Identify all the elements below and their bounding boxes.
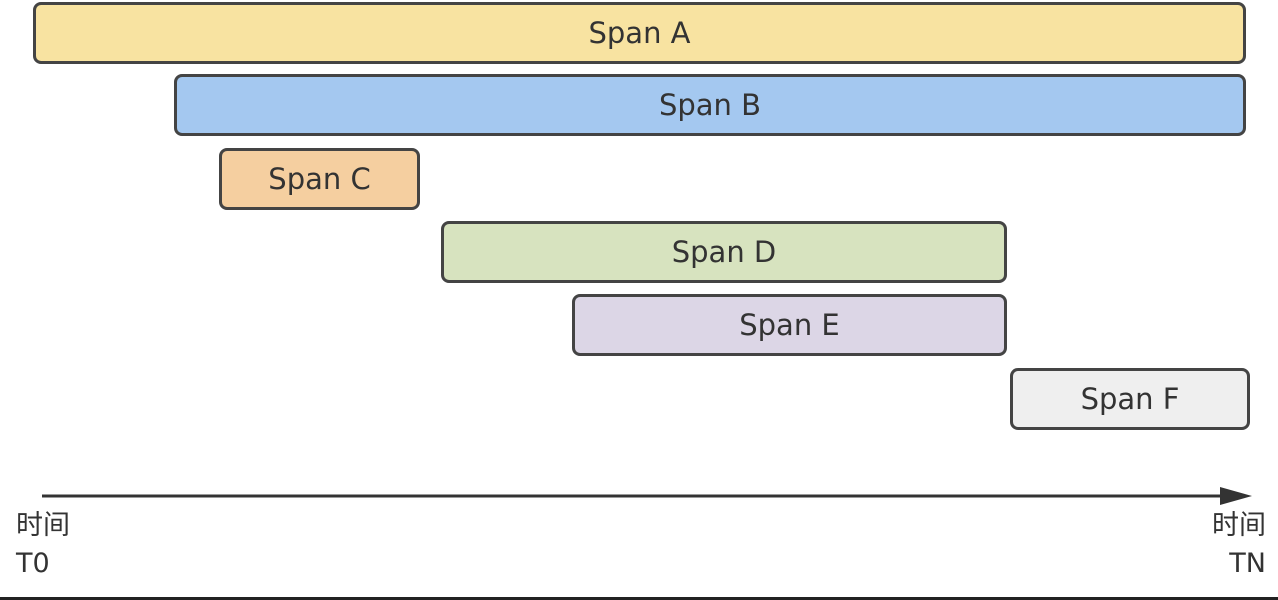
span-e-label: Span E xyxy=(739,308,840,342)
span-b-label: Span B xyxy=(658,88,762,122)
axis-start-value: T0 xyxy=(16,548,50,579)
span-d-bar: Span D xyxy=(441,221,1007,283)
axis-start-title: 时间 xyxy=(16,510,70,541)
span-f-bar: Span F xyxy=(1010,368,1250,430)
span-a-label: Span A xyxy=(588,16,691,50)
span-a-bar: Span A xyxy=(33,2,1246,64)
time-axis xyxy=(42,487,1252,505)
arrow-right-icon xyxy=(1220,487,1252,505)
span-c-label: Span C xyxy=(268,162,371,196)
axis-end-title: 时间 xyxy=(1212,510,1266,541)
bottom-divider xyxy=(0,597,1278,600)
axis-start-label: 时间 T0 xyxy=(16,507,70,583)
axis-end-value: TN xyxy=(1229,548,1266,579)
span-b-bar: Span B xyxy=(174,74,1246,136)
span-e-bar: Span E xyxy=(572,294,1007,356)
span-f-label: Span F xyxy=(1080,382,1180,416)
span-d-label: Span D xyxy=(671,235,777,269)
span-c-bar: Span C xyxy=(219,148,420,210)
axis-end-label: 时间 TN xyxy=(1212,507,1266,583)
